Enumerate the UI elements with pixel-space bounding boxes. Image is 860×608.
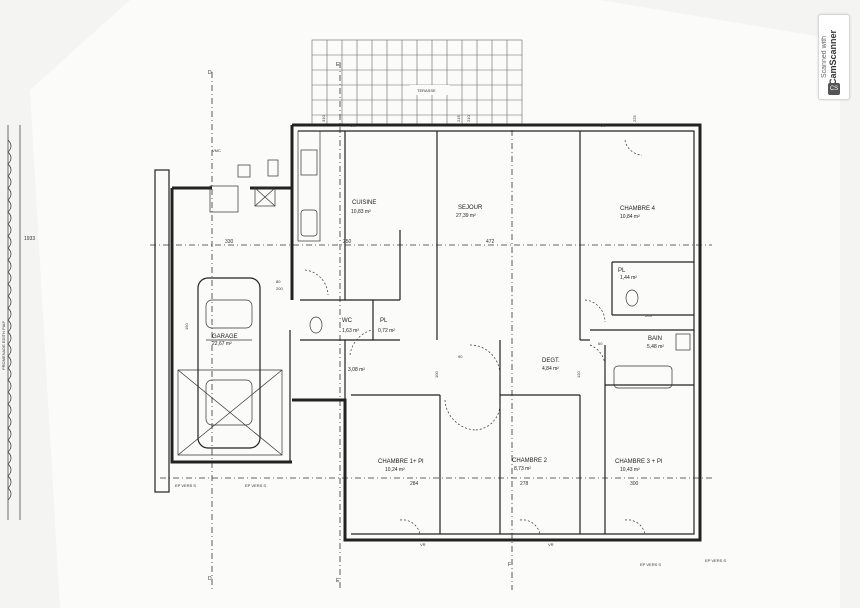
vr-label-1: VR — [350, 123, 356, 128]
ep-note-1: EP VERS S — [175, 483, 196, 488]
bathroom-fixtures — [309, 289, 691, 389]
chambre1-name: CHAMBRE 1+ Pl — [378, 459, 424, 465]
camscanner-brand: CamScanner — [828, 29, 838, 85]
placard1-area: 0,72 m² — [378, 328, 395, 334]
camscanner-badge: Scanned with CamScanner CS — [818, 14, 850, 100]
vr-label-4: VR — [548, 542, 554, 547]
dim-100: 100 — [434, 371, 439, 378]
sejour-area: 27,39 m² — [456, 213, 476, 219]
dim-472: 472 — [486, 239, 495, 245]
street-edge — [7, 125, 21, 520]
dim-225: 225 — [632, 115, 637, 122]
cs-logo-icon: CS — [828, 83, 840, 95]
section-e-bottom: E — [336, 578, 340, 584]
bain-area: 5,48 m² — [647, 344, 664, 350]
house-walls — [290, 123, 702, 542]
chambre4-name: CHAMBRE 4 — [620, 206, 656, 212]
dim-80: 80 — [276, 279, 281, 284]
degt-name: DEGT. — [542, 358, 560, 364]
dim-310: 310 — [321, 115, 326, 122]
dim-215: 215 — [456, 115, 461, 122]
wc-area: 1,63 m² — [342, 328, 359, 334]
section-d-bottom: D — [208, 576, 212, 582]
dim-330: 330 — [225, 239, 234, 245]
vr-label-3: VR — [420, 542, 426, 547]
chambre4-area: 10,84 m² — [620, 214, 640, 220]
interior-walls — [300, 131, 694, 534]
dim-284: 284 — [410, 481, 419, 487]
scanned-with-label: Scanned with — [821, 35, 828, 79]
car-icon — [197, 277, 261, 449]
placard2-name: PL — [618, 268, 626, 274]
section-d-top: D — [208, 70, 212, 76]
garage-name: GARAGE — [212, 334, 238, 340]
utility-area — [209, 159, 279, 213]
dim-200: 200 — [276, 286, 283, 291]
sejour-name: SEJOUR — [458, 205, 483, 211]
vmc-note: VMC — [212, 148, 221, 153]
entree-area: 3,08 m² — [348, 367, 365, 373]
dim-278: 278 — [520, 481, 529, 487]
section-e-top: E — [336, 62, 340, 68]
chambre3-name: CHAMBRE 3 + Pl — [615, 459, 662, 465]
dim-60: 60 — [598, 341, 603, 346]
dim-300: 300 — [630, 481, 639, 487]
chambre1-area: 10,24 m² — [385, 467, 405, 473]
kitchen-counter — [297, 130, 321, 242]
door-swings — [304, 139, 646, 535]
ep-note-2: EP VERS S — [245, 483, 266, 488]
section-f-bottom: F — [508, 562, 511, 568]
street-number: 1933 — [24, 236, 35, 242]
dim-120: 120 — [576, 371, 581, 378]
cuisine-area: 10,83 m² — [351, 209, 371, 215]
terrace-label: TERASSE — [417, 88, 436, 93]
street-label: PROMENADE EDITH PIAF — [1, 321, 6, 370]
vr-label-2: VR — [600, 123, 606, 128]
chambre2-name: CHAMBRE 2 — [512, 458, 548, 464]
bain-name: BAIN — [648, 336, 662, 342]
chambre3-area: 10,43 m² — [620, 467, 640, 473]
dim-90: 90 — [458, 354, 463, 359]
degt-area: 4,84 m² — [542, 366, 559, 372]
placard1-name: PL — [380, 318, 388, 324]
chambre2-area: 8,73 m² — [514, 466, 531, 472]
dim-210: 210 — [466, 115, 471, 122]
dim-205: 205 — [645, 313, 652, 318]
garage-area: 22,67 m² — [212, 341, 232, 347]
dim-150: 150 — [184, 323, 189, 330]
wc-name: WC — [342, 318, 353, 324]
ep-note-3: EP VERS S — [640, 562, 661, 567]
placard2-area: 1,44 m² — [620, 275, 637, 281]
ep-note-4: EP VERS S — [705, 558, 726, 563]
dim-250: 250 — [343, 239, 352, 245]
cuisine-name: CUISINE — [352, 200, 376, 206]
